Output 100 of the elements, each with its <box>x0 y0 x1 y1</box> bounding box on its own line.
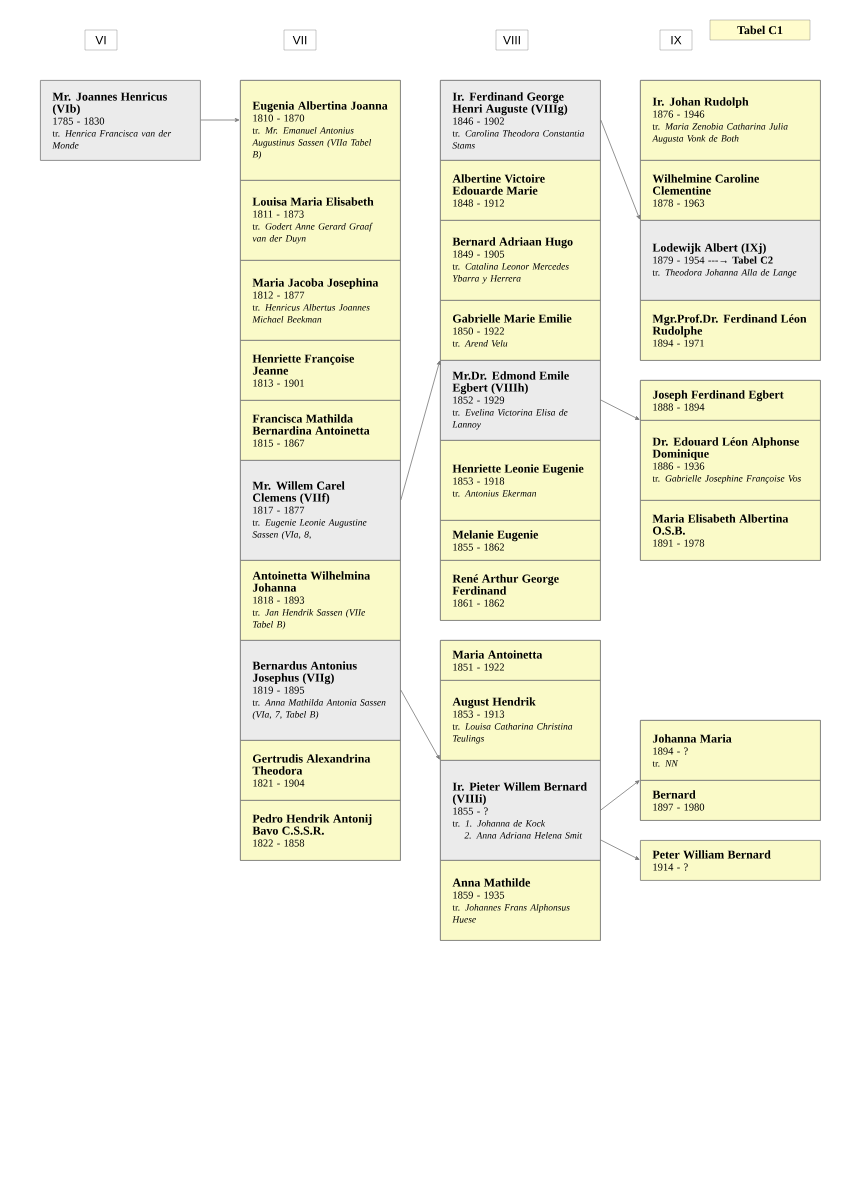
spouse-text: tr. Carolina Theodora Constantia Stams <box>452 129 584 149</box>
column-header: IX <box>659 29 693 51</box>
person-name: Antoinetta Wilhelmina Johanna <box>252 571 370 592</box>
life-dates: 1886 - 1936 <box>653 462 705 470</box>
life-dates: 1855 - 1862 <box>453 543 504 551</box>
person-name: Eugenia Albertina Joanna <box>252 101 388 113</box>
spouse-text: 2. Anna Adriana Helena Smit <box>464 831 583 839</box>
life-dates: 1894 - 1971 <box>653 339 704 347</box>
person-name: Henriette Leonie Eugenie <box>452 464 584 476</box>
person-box <box>640 80 821 161</box>
life-dates: 1785 - 1830 <box>53 117 105 125</box>
person-name: Ir. Pieter Willem Bernard (VIIIi) <box>452 782 587 806</box>
arrow <box>600 399 640 420</box>
person-box <box>240 80 401 181</box>
person-box <box>440 680 601 761</box>
life-dates: 1853 - 1918 <box>453 477 505 485</box>
person-box <box>440 860 601 941</box>
arrow <box>200 118 240 122</box>
arrow <box>600 780 640 811</box>
arrow <box>400 360 441 501</box>
person-name: René Arthur George Ferdinand <box>452 574 559 595</box>
life-dates: 1812 - 1877 <box>253 291 305 299</box>
person-name: Albertine Victoire Edouarde Marie <box>452 174 545 195</box>
spouse-text: tr. Eugenie Leonie Augustine Sassen (VIa, 8, <box>252 519 367 540</box>
life-dates: 1888 - 1894 <box>653 403 705 411</box>
spouse-text: tr. Jan Hendrik Sassen (VIIe Tabel B) <box>252 608 366 630</box>
person-name: Wilhelmine Caroline Clementine <box>652 174 759 195</box>
life-dates: 1853 - 1913 <box>453 710 505 718</box>
person-name: Pedro Hendrik Antonij Bavo C.S.S.R. <box>252 814 372 835</box>
spouse-text: tr. 1. Johanna de Kock <box>452 819 546 827</box>
life-dates: 1851 - 1922 <box>453 663 504 671</box>
column-header: VI <box>84 29 118 51</box>
person-name: Bernard Adriaan Hugo <box>452 237 573 249</box>
life-dates: 1894 - ? <box>653 747 688 755</box>
life-dates: 1878 - 1963 <box>653 199 705 207</box>
person-box <box>640 780 821 821</box>
person-box <box>440 440 601 521</box>
arrow <box>600 119 641 220</box>
person-name: Anna Mathilde <box>452 878 531 887</box>
person-box <box>440 560 601 621</box>
person-box <box>640 840 821 881</box>
person-name: Lodewijk Albert (IXj) <box>652 243 766 255</box>
person-box <box>240 740 401 801</box>
life-dates: 1822 - 1858 <box>253 839 305 847</box>
person-box <box>440 160 601 221</box>
person-name: Joseph Ferdinand Egbert <box>652 390 784 402</box>
person-box <box>640 380 821 421</box>
person-box <box>440 640 601 681</box>
column-header: VIII <box>495 29 529 51</box>
person-box <box>240 400 401 461</box>
life-dates: 1811 - 1873 <box>253 210 304 218</box>
person-name: Gertrudis Alexandrina Theodora <box>252 754 371 775</box>
person-box <box>640 220 821 301</box>
person-name: Melanie Eugenie <box>452 530 539 542</box>
person-name: Mr.Dr. Edmond Emile Egbert (VIIIh) <box>452 371 569 395</box>
person-name: Mr. Joannes Henricus (VIb) <box>52 92 167 116</box>
person-name: Henriette Françoise Jeanne <box>252 354 355 375</box>
spouse-text: tr. Catalina Leonor Mercedes Ybarra y Herrera <box>452 262 569 284</box>
person-box <box>640 420 821 501</box>
spouse-text: tr. Henrica Francisca van der Monde <box>52 129 172 149</box>
person-name: Gabrielle Marie Emilie <box>453 314 572 323</box>
spouse-text: tr. Johannes Frans Alphonsus Huese <box>452 903 570 923</box>
person-box <box>440 520 601 561</box>
spouse-text: tr. Mr. Emanuel Antonius Augustinus Sassen (VIIa Tabel B) <box>251 126 372 160</box>
life-dates: 1849 - 1905 <box>453 250 505 258</box>
person-box <box>640 160 821 221</box>
life-dates: 1821 - 1904 <box>253 779 305 787</box>
spouse-text: tr. NN <box>652 760 679 767</box>
person-name: August Hendrik <box>452 697 536 709</box>
person-box <box>240 340 401 401</box>
life-dates: 1914 - ? <box>653 863 688 871</box>
person-name: Johanna Maria <box>652 734 732 743</box>
spouse-text: tr. Maria Zenobia Catharina Julia Augusta Vonk de Both <box>651 122 788 144</box>
person-name: Ir. Ferdinand George Henri Auguste (VIIIg) <box>452 92 568 116</box>
person-box <box>440 80 601 161</box>
arrow <box>400 689 440 760</box>
life-dates: 1879 - 1954 ---→ Tabel C2 <box>653 256 773 264</box>
table-label: Tabel C1 <box>709 19 811 41</box>
person-box <box>440 760 601 861</box>
person-box <box>440 360 601 441</box>
person-name: Maria Antoinetta <box>452 650 543 659</box>
person-name: Bernard <box>652 790 696 799</box>
person-box <box>440 220 601 301</box>
life-dates: 1846 - 1902 <box>453 117 504 125</box>
life-dates: 1859 - 1935 <box>453 891 505 899</box>
spouse-text: tr. Arend Velu <box>452 339 508 347</box>
spouse-text: tr. Evelina Victorina Elisa de Lannoy <box>452 408 568 430</box>
person-box <box>240 800 401 861</box>
person-box <box>240 460 401 561</box>
spouse-text: tr. Antonius Ekerman <box>452 489 537 497</box>
life-dates: 1819 - 1895 <box>253 686 305 694</box>
life-dates: 1813 - 1901 <box>253 379 304 387</box>
person-box <box>640 720 821 781</box>
spouse-text: tr. Theodora Johanna Alla de Lange <box>652 268 797 278</box>
arrow <box>600 839 640 860</box>
spouse-text: tr. Louisa Catharina Christina Teulings <box>452 722 573 744</box>
life-dates: 1897 - 1980 <box>653 803 705 811</box>
life-dates: 1891 - 1978 <box>653 539 705 547</box>
person-box <box>40 80 201 161</box>
life-dates: 1810 - 1870 <box>253 114 305 122</box>
